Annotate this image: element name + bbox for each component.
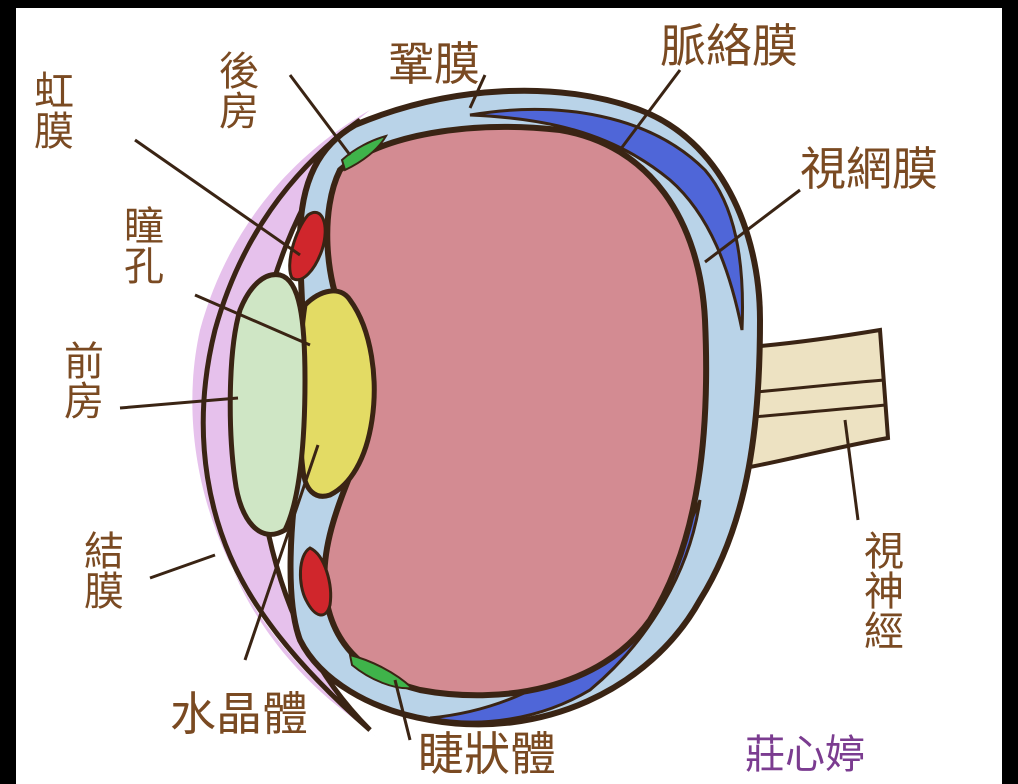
label-anterior-chamber: 前房 — [57, 340, 103, 420]
label-lens: 水晶體 — [170, 687, 308, 741]
label-posterior-chamber: 後房 — [212, 50, 258, 130]
label-ciliary-body: 睫狀體 — [418, 727, 556, 781]
label-choroid: 脈絡膜 — [660, 19, 798, 73]
artist-signature: 莊心婷 — [745, 732, 865, 778]
label-retina: 視網膜 — [800, 142, 938, 196]
label-conjunctiva: 結膜 — [77, 530, 123, 610]
vitreous-body — [324, 127, 706, 695]
label-iris: 虹膜 — [27, 70, 73, 150]
cornea-shape — [230, 275, 305, 535]
label-pupil: 瞳孔 — [117, 205, 163, 285]
label-optic-nerve: 視神經 — [857, 530, 903, 650]
label-sclera: 鞏膜 — [388, 37, 480, 91]
